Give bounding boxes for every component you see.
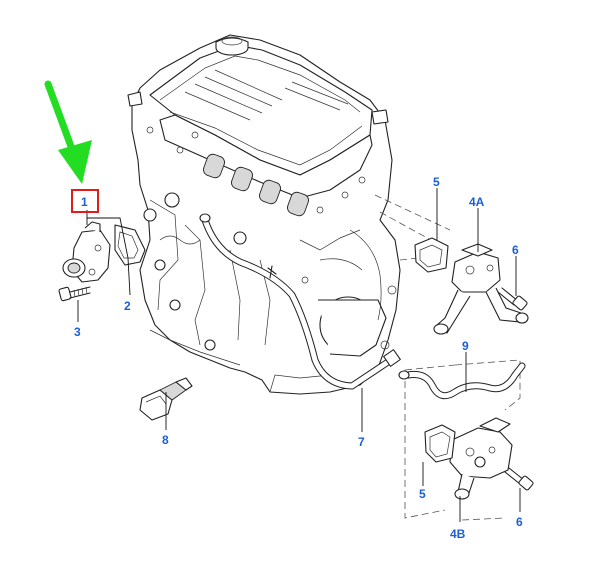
callout-3: 3 xyxy=(74,325,81,339)
temperature-sensor-8 xyxy=(139,377,193,421)
coolant-outlet-4B xyxy=(449,417,513,500)
callout-6-top: 6 xyxy=(512,243,519,257)
intake-ports xyxy=(203,153,309,217)
callout-8: 8 xyxy=(162,433,169,447)
callout-5-bottom: 5 xyxy=(419,487,426,501)
leader-lines xyxy=(77,188,521,522)
coolant-hose-9 xyxy=(398,362,526,400)
coolant-outlet-4A xyxy=(433,243,529,335)
callout-9: 9 xyxy=(462,339,469,353)
callout-labels: 1 2 3 4A 4B 5 5 6 6 7 8 9 xyxy=(74,175,523,541)
engine-block xyxy=(127,34,401,395)
gasket-5-bottom xyxy=(424,424,456,463)
gasket-5-top xyxy=(414,237,449,273)
green-arrow-icon xyxy=(44,80,92,184)
callout-1: 1 xyxy=(81,195,88,209)
callout-7: 7 xyxy=(358,435,365,449)
thermostat-housing-1 xyxy=(62,221,111,283)
callout-4A: 4A xyxy=(469,195,485,209)
callout-6-bottom: 6 xyxy=(516,515,523,529)
callout-4B: 4B xyxy=(450,527,466,541)
bolt-6-top xyxy=(497,287,528,311)
bolt-6-bottom xyxy=(504,467,534,491)
bolt-3 xyxy=(58,286,91,302)
red-highlight-box xyxy=(71,189,99,213)
coolant-pipe-7 xyxy=(199,213,401,390)
water-pump-pulley xyxy=(318,296,387,357)
callout-5-top: 5 xyxy=(433,175,440,189)
callout-2: 2 xyxy=(124,299,131,313)
assembly-guide-lines xyxy=(374,194,521,521)
gasket-2 xyxy=(114,224,146,266)
